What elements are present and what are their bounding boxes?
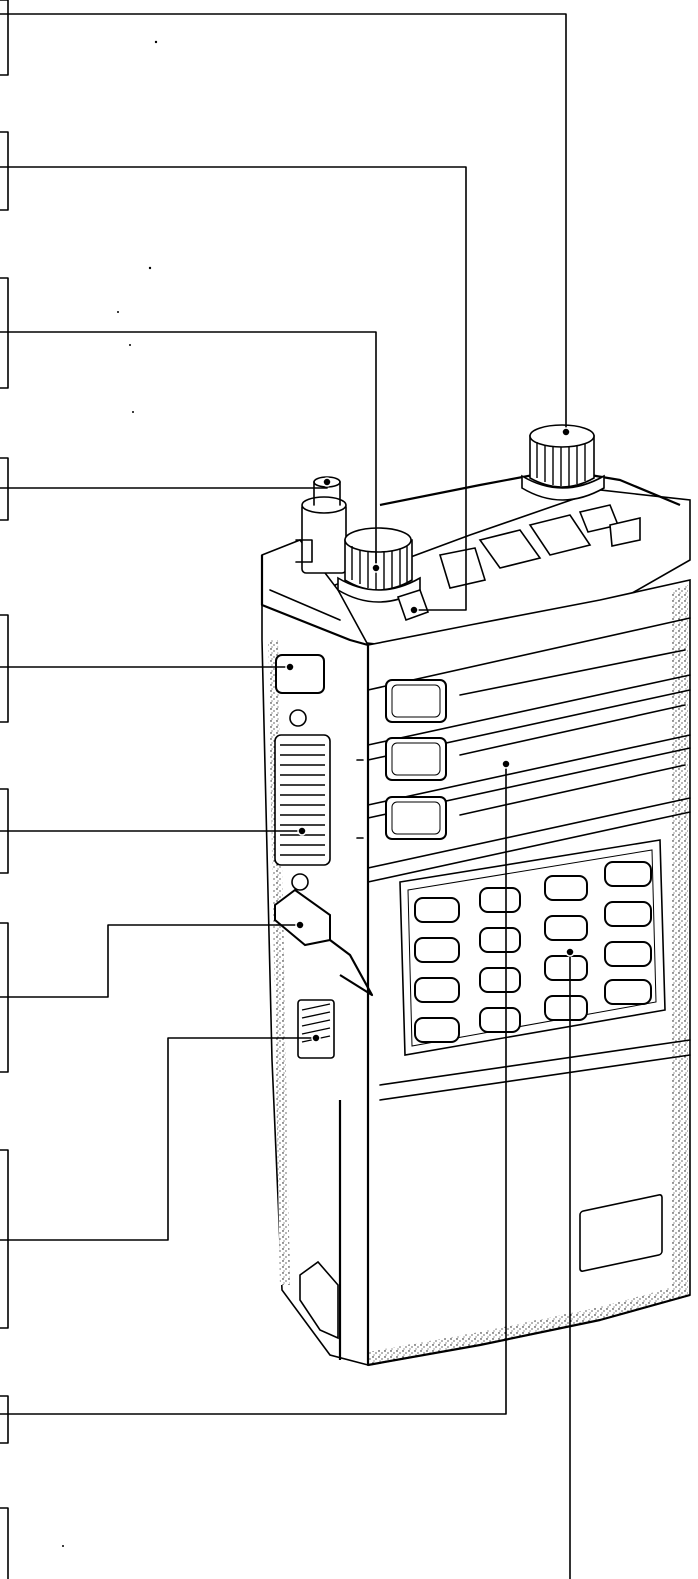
band-9 [379, 1054, 691, 1101]
callout-dot-keypad [565, 947, 575, 957]
side-screw-lower [291, 873, 309, 891]
keypad-bezel [399, 839, 666, 1056]
front-button-2-inner [391, 742, 441, 776]
callout-lines [0, 13, 575, 1579]
callout-line-right-knob [0, 13, 567, 433]
bracket-10 [0, 1507, 9, 1579]
callout-line-latch [0, 1037, 317, 1241]
callout-dot-side-button-lower [295, 920, 305, 930]
front-bottom-edge [367, 1293, 691, 1367]
band-8 [379, 1039, 691, 1086]
callout-line-side-button-lower [0, 924, 301, 998]
bracket-7 [0, 922, 9, 1073]
led-housing [396, 589, 430, 622]
bracket-9 [0, 1395, 9, 1444]
side-screw-upper [289, 709, 307, 727]
keypad-keys [414, 861, 652, 1043]
bracket-2 [0, 131, 9, 211]
bracket-5 [0, 614, 9, 723]
scan-specks [62, 40, 158, 1547]
slot-2 [459, 704, 686, 756]
bracket-1 [0, 0, 9, 76]
bottom-texture [368, 1283, 688, 1365]
battery-release-latch [297, 999, 335, 1059]
radio-illustration [260, 424, 691, 1367]
right-texture [672, 585, 688, 1295]
band-4 [367, 734, 691, 806]
side-wedge [329, 939, 374, 997]
callout-line-indicator-led [0, 166, 467, 611]
speaker-grille [274, 734, 331, 866]
callout-dot-speaker [297, 826, 307, 836]
front-button-1-inner [391, 684, 441, 718]
callout-line-left-knob [0, 331, 377, 569]
front-button-2 [385, 737, 447, 781]
callout-dot-indicator-led [409, 605, 419, 615]
callout-dot-display [501, 759, 511, 769]
band-6 [367, 797, 691, 869]
bracket-3 [0, 277, 9, 389]
bracket-8 [0, 1149, 9, 1329]
antenna-connector [295, 476, 347, 574]
callout-line-display [0, 763, 507, 1415]
bottom-foot [299, 1260, 339, 1340]
slot-3 [459, 764, 686, 816]
front-button-3 [385, 796, 447, 840]
right-knob [521, 424, 605, 501]
callout-dot-left-knob [371, 563, 381, 573]
bracket-6 [0, 788, 9, 874]
battery-label-plate [579, 1194, 663, 1272]
keypad-bezel-inner [407, 849, 657, 1047]
band-2 [367, 674, 691, 746]
callout-dot-right-knob [561, 427, 571, 437]
front-button-3-inner [391, 801, 441, 835]
side-texture [268, 640, 290, 1285]
side-shoulder [260, 555, 369, 647]
callout-brackets [0, 0, 9, 1579]
band-1 [367, 617, 691, 691]
side-button-upper [275, 654, 325, 694]
callout-dot-side-button-upper [285, 662, 295, 672]
bracket-4 [0, 457, 9, 521]
callout-dot-antenna [322, 477, 332, 487]
top-switches [438, 504, 641, 589]
side-shoulder-2 [269, 589, 341, 621]
callout-dot-latch [311, 1033, 321, 1043]
front-button-1 [385, 679, 447, 723]
band-7 [367, 811, 691, 883]
slot-1 [459, 649, 686, 696]
